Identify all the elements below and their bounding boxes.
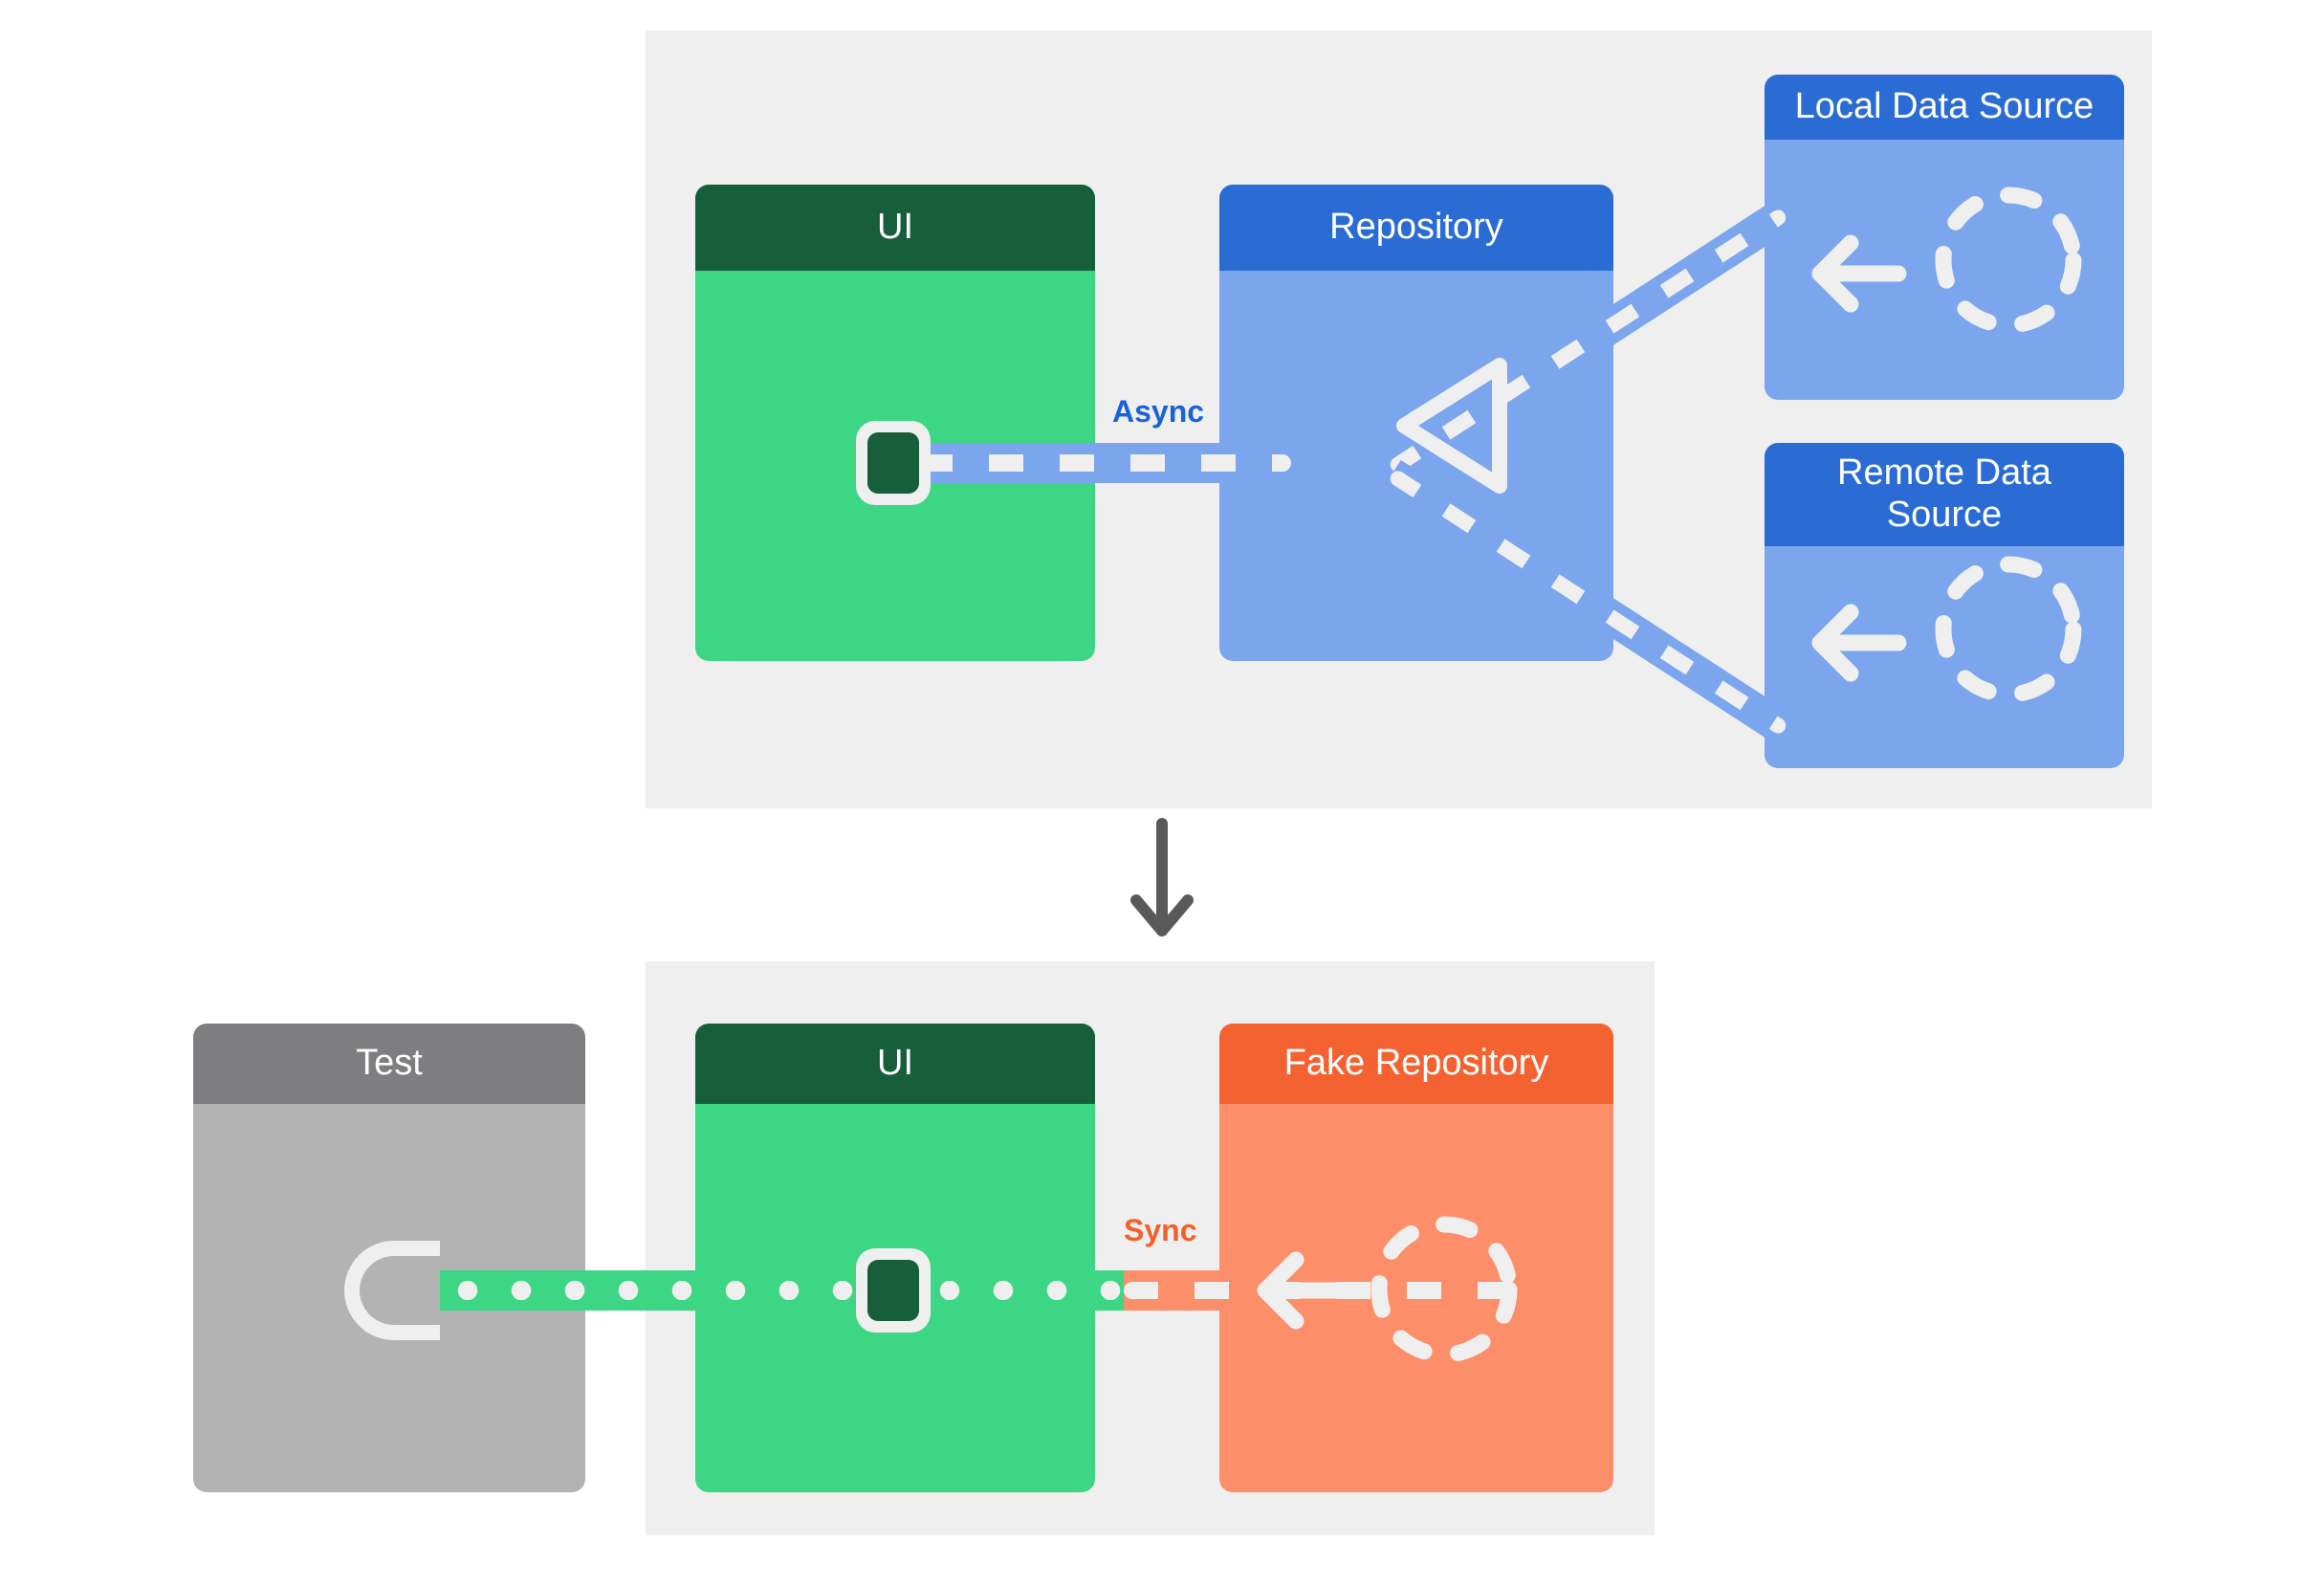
port-ui-test-core [867, 1260, 919, 1321]
dashed-circle-icon-remote [1935, 556, 2082, 703]
port-ui-test[interactable] [856, 1248, 931, 1333]
connector-async-dashes [918, 454, 1291, 472]
card-remote-data-source-title: Remote Data Source [1765, 443, 2124, 546]
connector-ui-to-repository [918, 443, 1291, 483]
left-arrow-icon-local [1811, 234, 1907, 313]
card-ui-production-title: UI [695, 185, 1095, 271]
play-triangle-icon [1396, 358, 1507, 494]
edge-label-sync: Sync [1124, 1213, 1197, 1247]
card-ui-test-title: UI [695, 1024, 1095, 1104]
card-test-title: Test [193, 1024, 585, 1104]
left-arrow-icon-fake-repository [1257, 1251, 1352, 1330]
connector-test-to-ui [402, 1270, 1138, 1311]
left-arrow-icon-remote [1811, 604, 1907, 682]
port-test-socket-core [360, 1256, 440, 1325]
down-arrow-icon [1130, 818, 1194, 937]
card-fake-repository-title: Fake Repository [1219, 1024, 1613, 1104]
port-ui-production[interactable] [856, 421, 931, 505]
port-test-socket[interactable] [344, 1241, 440, 1340]
connector-test-dots [402, 1281, 1138, 1300]
card-local-data-source-title: Local Data Source [1765, 75, 2124, 140]
dashed-circle-icon-fake-repository [1370, 1216, 1518, 1363]
edge-label-async: Async [1112, 394, 1205, 429]
card-repository-title: Repository [1219, 185, 1613, 271]
port-ui-production-core [867, 432, 919, 494]
dashed-circle-icon-local [1935, 187, 2082, 334]
